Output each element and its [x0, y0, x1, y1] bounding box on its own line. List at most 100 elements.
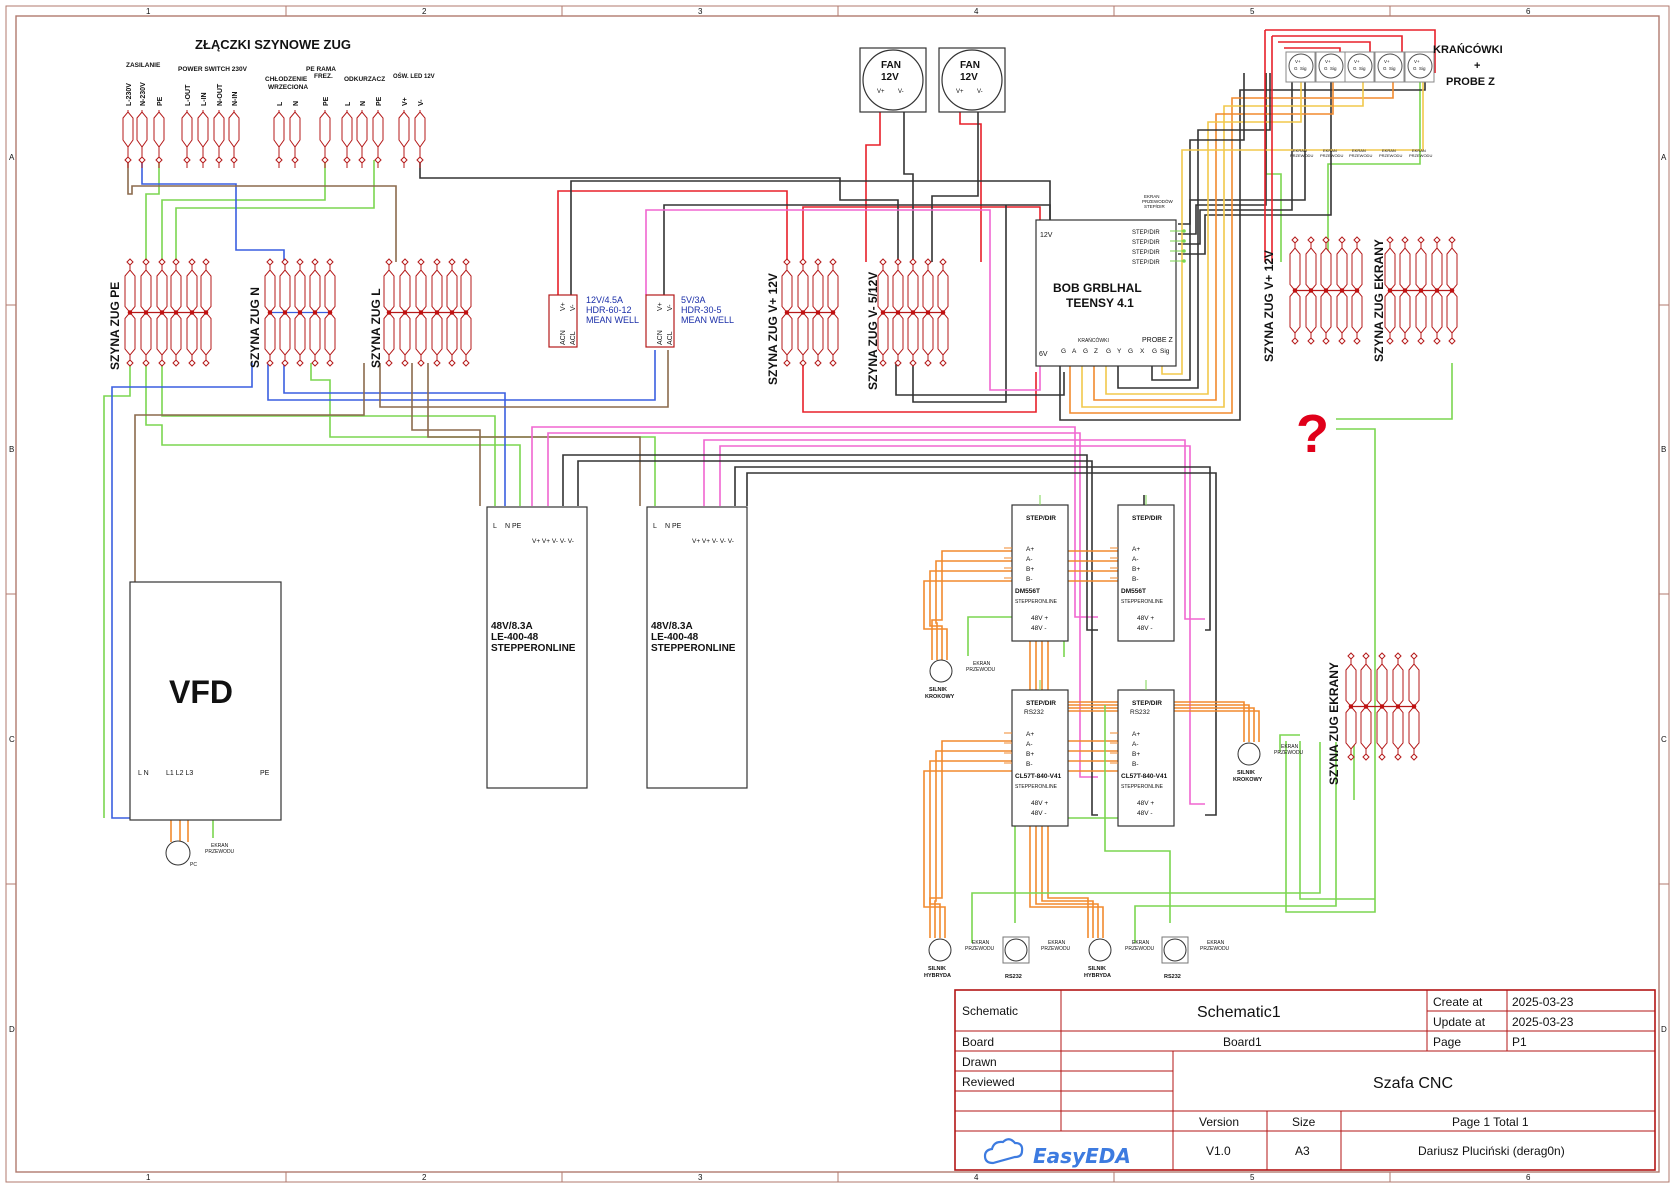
- driver-body: [1011, 504, 1069, 642]
- motor-icon: [1088, 938, 1112, 962]
- pin-diamond: [1378, 652, 1386, 660]
- wire-black: [570, 180, 1051, 295]
- pin-diamond: [909, 359, 917, 367]
- motor-label: SILNIK: [1237, 770, 1255, 776]
- connector-pin-label: N: [293, 101, 300, 106]
- fan-pin: V+: [877, 89, 885, 95]
- fan-title: FAN: [881, 60, 901, 71]
- terminal-body: [170, 311, 182, 356]
- terminal-body: [170, 269, 182, 314]
- wire-brown: [427, 363, 641, 506]
- driver-maker: STEPPERONLINE: [1015, 599, 1058, 605]
- wire-black: [1178, 73, 1332, 255]
- junction-dot: [297, 310, 303, 315]
- pin-diamond: [188, 258, 196, 266]
- connector-pin-label: V-: [418, 99, 425, 106]
- pin-diamond: [879, 359, 887, 367]
- driver-power-label: 48V -: [1031, 625, 1047, 632]
- group-label: OŚW. LED 12V: [393, 73, 435, 80]
- step-dir-label: STEP/DIR: [1132, 250, 1160, 256]
- shield-label: PRZEWODU: [1290, 153, 1313, 158]
- pin-diamond: [321, 156, 329, 164]
- psu-pin: V-: [570, 304, 577, 311]
- pin-diamond: [939, 359, 947, 367]
- shield-label: PRZEWODU: [1349, 153, 1372, 158]
- pin-diamond: [358, 156, 366, 164]
- terminal-body: [1345, 705, 1357, 750]
- psu-body: [646, 506, 748, 789]
- wire-yellow: [1081, 73, 1364, 408]
- group-label: ZASILANIE: [126, 62, 161, 69]
- pin-diamond: [296, 359, 304, 367]
- connector-pin-label: V+: [402, 97, 409, 106]
- limit-title-1: KRAŃCÓWKI: [1433, 43, 1503, 56]
- stepper-driver: STEP/DIRRS232A+A-B+B-CL57T-840-V41STEPPE…: [1004, 680, 1069, 827]
- terminal-body: [1376, 663, 1388, 708]
- junction-dot: [784, 310, 790, 315]
- pin-diamond: [909, 258, 917, 266]
- motor-label: SILNIK: [929, 687, 947, 693]
- terminal-body: [399, 269, 411, 314]
- terminal-body: [140, 311, 152, 356]
- terminal-body: [181, 111, 193, 148]
- pin-diamond: [433, 359, 441, 367]
- junction-dot: [940, 310, 946, 315]
- wire-black: [562, 454, 1098, 631]
- vfd-body: [129, 581, 282, 821]
- pin-diamond: [799, 359, 807, 367]
- pin-diamond: [924, 359, 932, 367]
- terminal-body: [415, 311, 427, 356]
- wire-black: [746, 472, 1217, 816]
- shield-label: EKRAN: [1281, 744, 1299, 750]
- driver-body: [1117, 504, 1175, 642]
- terminal-body: [156, 269, 168, 314]
- shield-label: EKRAN: [1293, 148, 1307, 153]
- pin-diamond: [326, 359, 334, 367]
- pin-diamond: [783, 258, 791, 266]
- pin-diamond: [291, 156, 299, 164]
- wire-green: [103, 363, 131, 818]
- connector-pin-label: L-IN: [201, 92, 208, 106]
- pin-diamond: [829, 258, 837, 266]
- pin-diamond: [814, 258, 822, 266]
- psu-ac-pins: L: [653, 523, 657, 530]
- terminal-body: [781, 311, 793, 356]
- connector-pin-label: Sig: [1389, 66, 1396, 71]
- connector-pin-label: N-OUT: [217, 83, 224, 106]
- terminal-body: [124, 311, 136, 356]
- terminal-body: [197, 111, 209, 148]
- pin-diamond: [1433, 236, 1441, 244]
- motor-icon: [929, 659, 953, 683]
- connector-pin-label: G: [1383, 66, 1387, 71]
- wire-red: [865, 98, 881, 262]
- junction-dot: [159, 310, 165, 315]
- junction-dot: [1395, 704, 1401, 709]
- pin-diamond: [385, 359, 393, 367]
- rail-vneg: [877, 258, 949, 367]
- wire-orange: [929, 570, 1012, 660]
- driver-power-label: 48V +: [1031, 800, 1048, 807]
- rail-terminal: [1336, 236, 1348, 345]
- psu-ac-pins: N: [505, 523, 510, 530]
- wire-orange: [935, 560, 1012, 660]
- wire-orange: [1069, 73, 1394, 414]
- junction-dot: [1348, 704, 1354, 709]
- row-mark: C: [9, 735, 15, 744]
- fan-title: FAN: [960, 60, 980, 71]
- psu-maker: STEPPERONLINE: [651, 643, 736, 654]
- fan-voltage: 12V: [881, 72, 899, 83]
- shield-label: PRZEWODU: [1409, 153, 1432, 158]
- col-mark: 4: [974, 7, 979, 16]
- pin-diamond: [215, 156, 223, 164]
- psu-pin: V+: [657, 302, 664, 311]
- connector-pin-label: V+: [1384, 59, 1390, 64]
- connector-pin-label: V+: [1325, 59, 1331, 64]
- pin-diamond: [1353, 236, 1361, 244]
- header-terminal: PE: [153, 96, 165, 168]
- junction-dot: [895, 310, 901, 315]
- psu-pin: ACN: [657, 330, 664, 345]
- junction-dot: [1434, 288, 1440, 293]
